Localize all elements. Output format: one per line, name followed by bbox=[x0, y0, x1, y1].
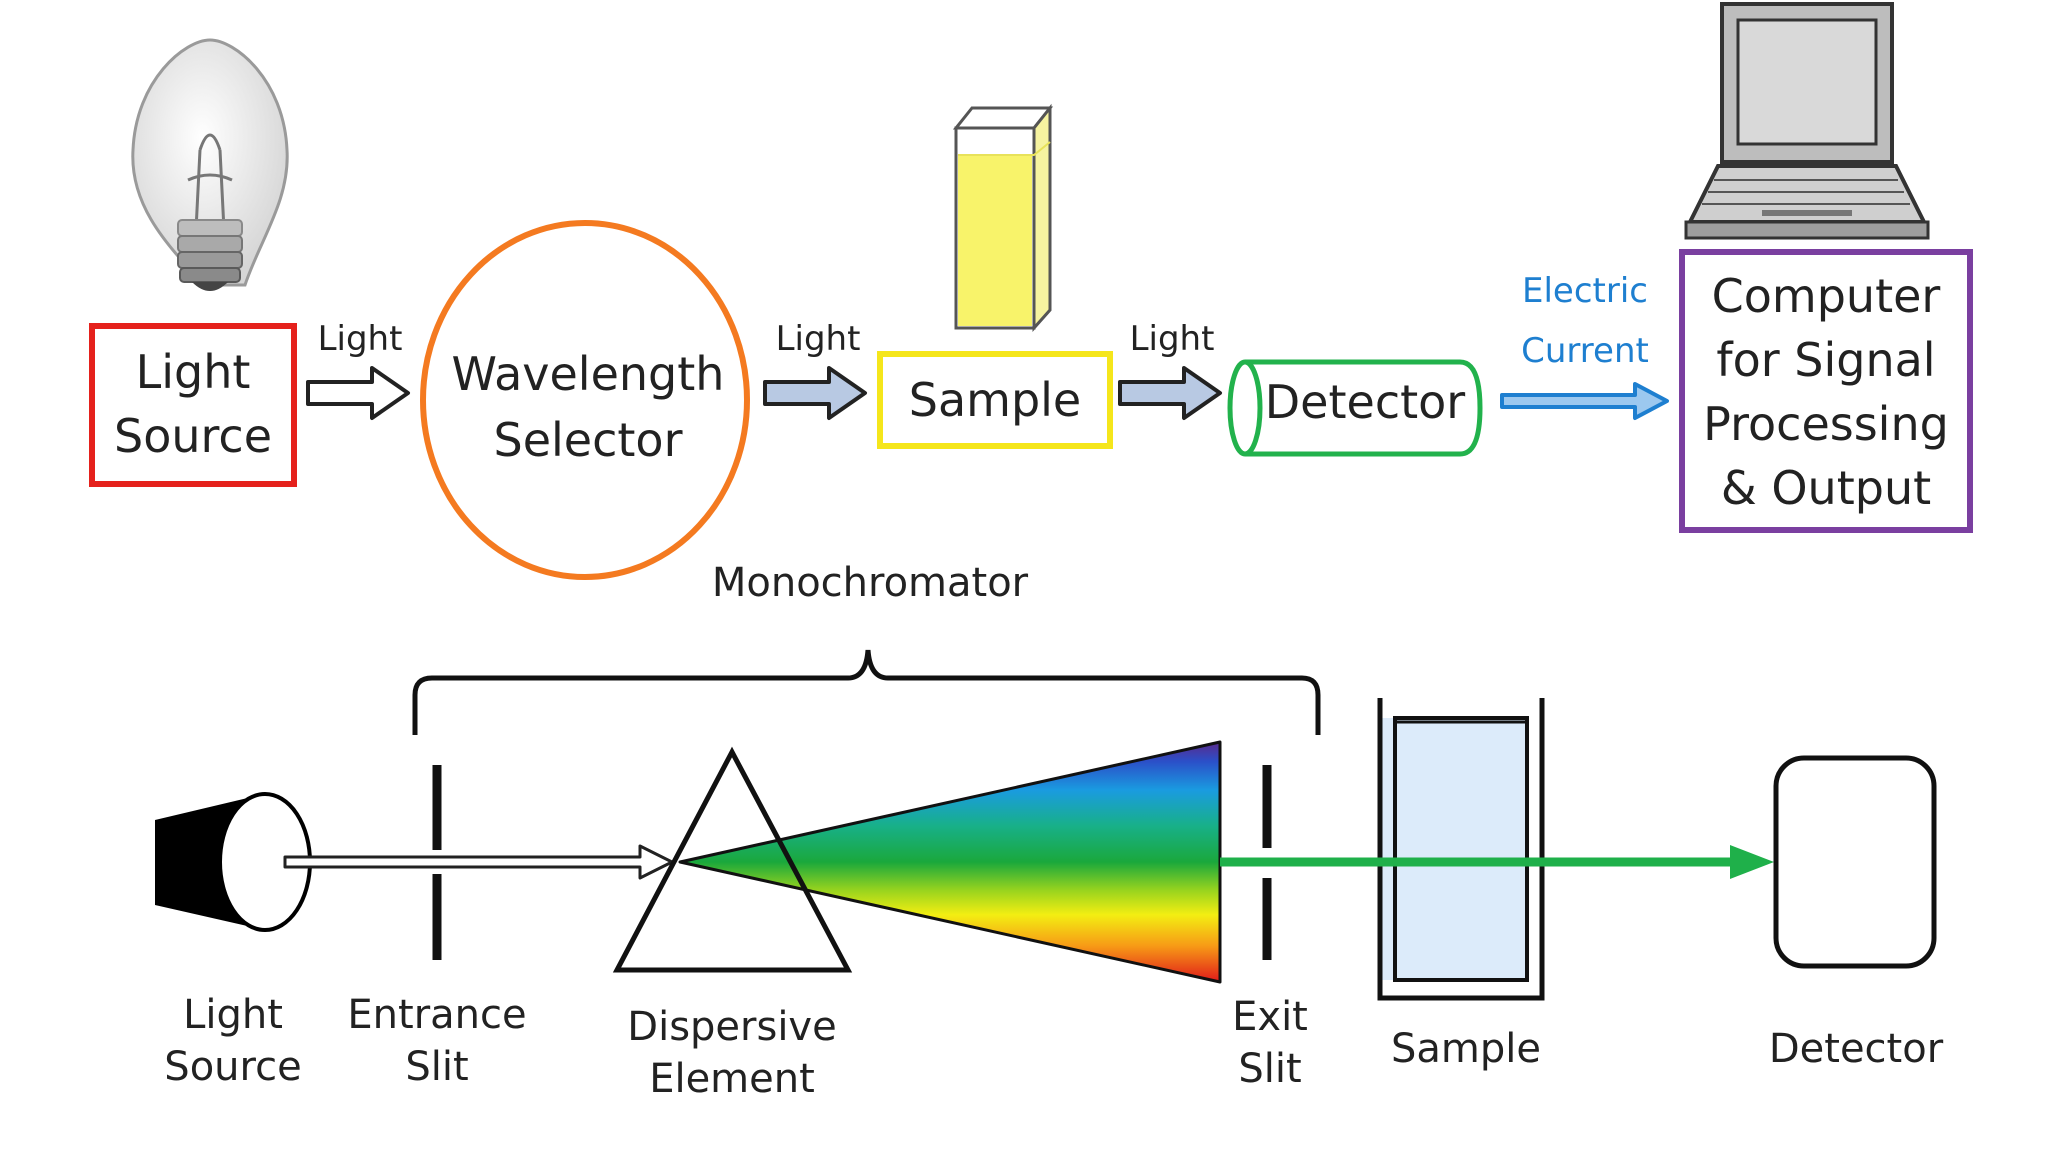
bottom-detector-label: Detector bbox=[1769, 1026, 1944, 1072]
bottom-sample-label: Sample bbox=[1391, 1026, 1541, 1072]
laptop-icon bbox=[1684, 2, 1930, 240]
bottom-sample-cuvette bbox=[1377, 698, 1545, 1001]
detector-cylinder bbox=[1227, 359, 1483, 457]
arrow-2 bbox=[763, 366, 867, 420]
arrow-label-light-3: Light bbox=[1130, 319, 1215, 359]
computer-label-line2: for Signal bbox=[1716, 333, 1935, 387]
electric-current-label-line2: Current bbox=[1521, 331, 1649, 371]
arrow-3 bbox=[1118, 366, 1222, 420]
light-source-label-line2: Source bbox=[114, 409, 272, 463]
exit-slit-label-line2: Slit bbox=[1238, 1046, 1301, 1092]
computer-label-line3: Processing bbox=[1703, 397, 1949, 451]
light-source-label-line1: Light bbox=[136, 345, 251, 399]
arrow-label-light-2: Light bbox=[776, 319, 861, 359]
cuvette-icon bbox=[952, 103, 1054, 332]
electric-current-arrow bbox=[1500, 382, 1669, 420]
light-bulb-icon bbox=[131, 38, 289, 291]
sample-label: Sample bbox=[909, 373, 1081, 427]
computer-label-line1: Computer bbox=[1712, 269, 1941, 323]
monochromator-brace bbox=[412, 649, 1321, 735]
monochromator-label: Monochromator bbox=[712, 560, 1029, 606]
computer-label-line4: & Output bbox=[1721, 461, 1931, 515]
bottom-light-source-label-line2: Source bbox=[164, 1044, 301, 1090]
detector-label: Detector bbox=[1265, 375, 1466, 429]
prism-triangle bbox=[612, 746, 853, 973]
wavelength-selector-label-line1: Wavelength bbox=[452, 347, 725, 401]
dispersive-element-label-line2: Element bbox=[649, 1056, 815, 1102]
green-light-beam bbox=[1220, 845, 1774, 879]
dispersive-element-label-line1: Dispersive bbox=[627, 1004, 836, 1050]
light-source-box bbox=[89, 323, 297, 487]
computer-box bbox=[1679, 249, 1973, 533]
bottom-light-source-label-line1: Light bbox=[183, 992, 283, 1038]
wavelength-selector-ellipse bbox=[420, 220, 750, 580]
entrance-slit-label-line1: Entrance bbox=[347, 992, 526, 1038]
white-light-beam bbox=[283, 844, 674, 880]
dispersed-spectrum bbox=[678, 740, 1222, 984]
entrance-slit-label-line2: Slit bbox=[405, 1044, 468, 1090]
exit-slit-label-line1: Exit bbox=[1232, 994, 1308, 1040]
arrow-1 bbox=[306, 366, 410, 420]
sample-box bbox=[877, 351, 1113, 449]
wavelength-selector-label-line2: Selector bbox=[494, 413, 683, 467]
bottom-detector-box bbox=[1773, 755, 1937, 969]
arrow-label-light-1: Light bbox=[318, 319, 403, 359]
electric-current-label-line1: Electric bbox=[1522, 271, 1648, 311]
